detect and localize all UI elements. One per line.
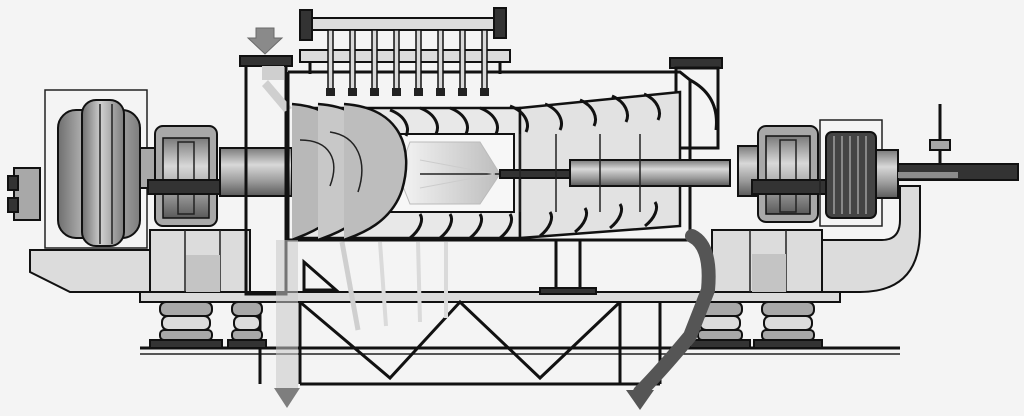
wash-nozzle-tip — [436, 88, 445, 96]
right-bearing-block — [737, 125, 827, 223]
wash-nozzle — [415, 29, 422, 91]
wash-nozzle — [371, 29, 378, 91]
wash-nozzle-tip — [458, 88, 467, 96]
isolator-right-1 — [689, 301, 751, 349]
left-bearing-block — [147, 125, 225, 227]
bowl-ribs — [519, 134, 641, 295]
isolator-left-1 — [149, 301, 223, 349]
wash-nozzle-tip — [326, 88, 335, 96]
wash-nozzle-tip — [348, 88, 357, 96]
feed-inlet-arrow — [246, 27, 292, 112]
solids-discharge-chute — [626, 229, 716, 410]
feed-distributor-cone — [397, 141, 501, 205]
gearbox — [819, 119, 899, 227]
left-support-frame — [29, 229, 251, 293]
wash-nozzle-tip — [480, 88, 489, 96]
right-support-frame — [711, 185, 921, 293]
motor-terminal-box — [7, 167, 41, 221]
feed-tube — [499, 159, 731, 187]
liquid-discharge-chute — [274, 240, 448, 408]
isolator-left-2 — [227, 301, 267, 349]
wash-nozzle — [459, 29, 466, 91]
left-drive-shaft — [219, 147, 293, 197]
wash-nozzle — [349, 29, 356, 91]
pinion-shaft — [897, 104, 1019, 181]
wash-nozzles — [326, 29, 489, 96]
wash-nozzle-tip — [414, 88, 423, 96]
wash-nozzle-tip — [392, 88, 401, 96]
isolator-right-2 — [753, 301, 823, 349]
wash-nozzle — [393, 29, 400, 91]
wash-nozzle — [481, 29, 488, 91]
wash-nozzle — [437, 29, 444, 91]
wash-nozzle — [327, 29, 334, 91]
wash-nozzle-tip — [370, 88, 379, 96]
main-motor — [44, 89, 161, 249]
screw-conveyor-flights — [291, 92, 661, 242]
feed-inlet-housing — [239, 55, 293, 296]
vibration-isolators — [149, 301, 823, 349]
